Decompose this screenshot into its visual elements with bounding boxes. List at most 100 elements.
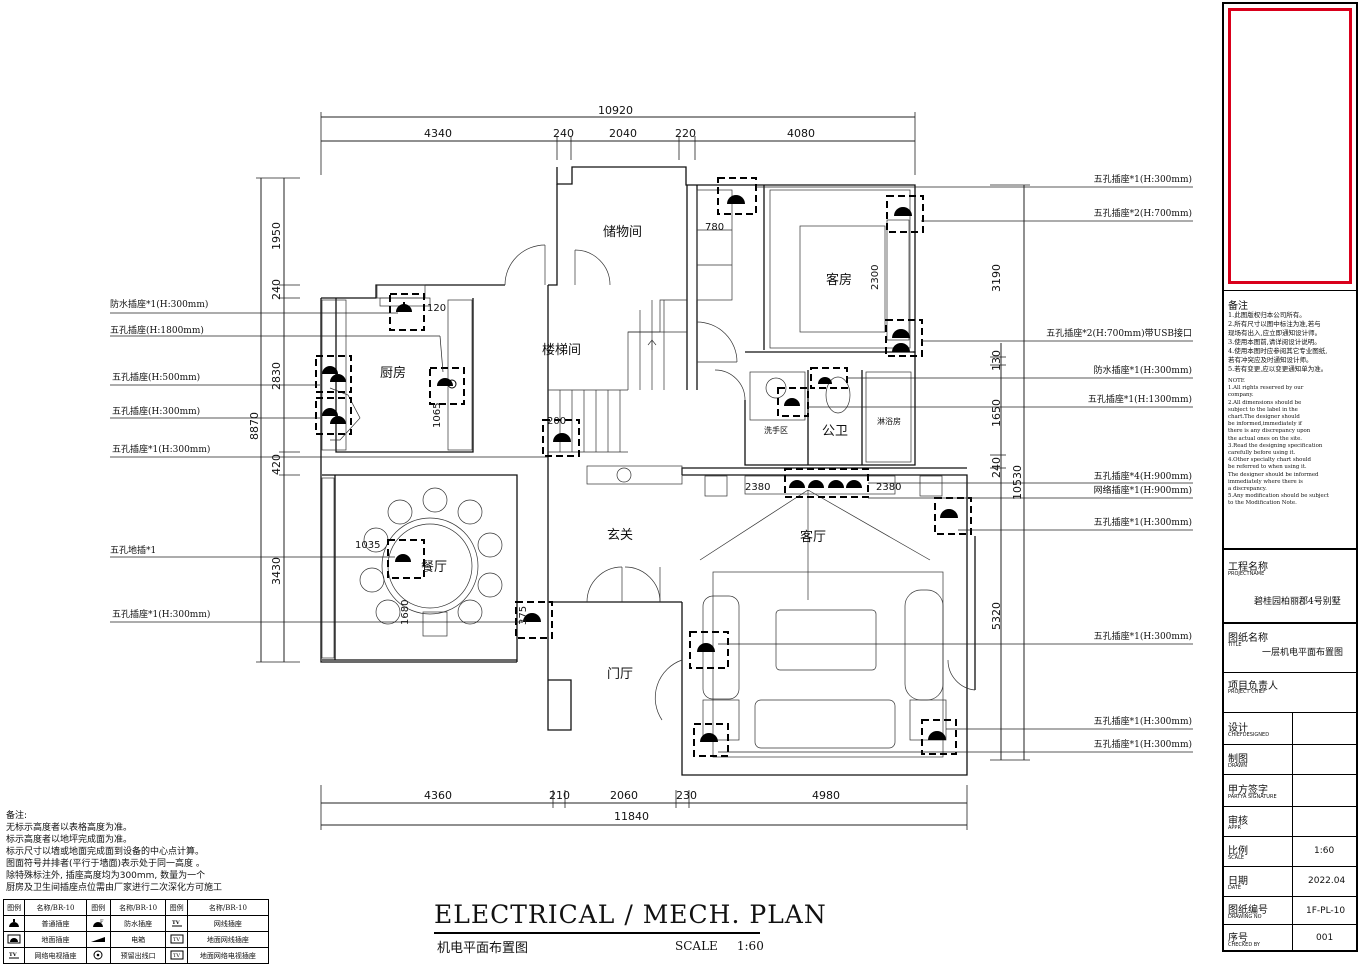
waterproof-outlet-icon: F bbox=[85, 915, 111, 932]
remark-en-line: 2.All dimensions should be bbox=[1228, 399, 1302, 406]
dim-left-4: 420 bbox=[270, 454, 283, 475]
callout-right-4: 防水插座*1(H:300mm) bbox=[1094, 364, 1192, 376]
callout-right-5: 五孔插座*1(H:1300mm) bbox=[1088, 393, 1192, 405]
design-divider bbox=[1292, 713, 1293, 745]
title-block: 备注 1.此图版权归本公司所有。 2.所有尺寸以图中标注为准,若与 现场有出入,… bbox=[1222, 2, 1358, 952]
svg-text:F: F bbox=[100, 919, 104, 925]
legend-header-icon: 图例 bbox=[85, 899, 111, 916]
legend-name: 地面插座 bbox=[24, 931, 87, 948]
remark-en-line: immediately where there is bbox=[1228, 478, 1303, 485]
drawing-label: 图纸名称 bbox=[1228, 633, 1268, 644]
remark-line: 3.使用本图前,请详阅设计说明。 bbox=[1228, 338, 1321, 346]
dim-bottom-4: 230 bbox=[676, 789, 697, 802]
callout-right-9: 五孔插座*1(H:300mm) bbox=[1094, 630, 1192, 642]
dim-top-3: 2040 bbox=[609, 127, 637, 140]
room-guest: 客房 bbox=[826, 272, 852, 288]
party-label: 甲方签字 bbox=[1228, 785, 1268, 796]
room-dining: 餐厅 bbox=[421, 559, 447, 575]
serial-label: 序号 bbox=[1228, 933, 1248, 944]
dim-right-2: 130 bbox=[990, 350, 1003, 371]
project-section: 工程名称 PROJECTNAME 碧桂园柏丽郡4号别墅 bbox=[1224, 548, 1356, 622]
dim-inner-2380-a: 2380 bbox=[745, 482, 770, 493]
callout-right-2: 五孔插座*2(H:700mm) bbox=[1094, 207, 1192, 219]
project-label: 工程名称 bbox=[1228, 562, 1268, 573]
general-notes: 备注: 无标示高度者以表格高度为准。 标示高度者以地坪完成面为准。 标示尺寸以墙… bbox=[6, 810, 222, 894]
callout-left-2: 五孔插座(H:1800mm) bbox=[110, 324, 204, 336]
remark-en-line: the actual ones on the site. bbox=[1228, 435, 1302, 442]
remark-line: 若有冲突应及时通知设计师。 bbox=[1228, 356, 1313, 364]
legend-header-icon: 图例 bbox=[165, 899, 188, 916]
room-living: 客厅 bbox=[800, 529, 826, 545]
remark-line: 现场有出入,应立即通知设计师。 bbox=[1228, 329, 1322, 337]
callout-left-4: 五孔插座(H:300mm) bbox=[112, 405, 200, 417]
drawing-no-value: 1F-PL-10 bbox=[1306, 906, 1346, 916]
svg-text:TV: TV bbox=[173, 953, 180, 959]
notes-line: 图面符号并排者(平行于墙面)表示处于同一高度 。 bbox=[6, 859, 205, 869]
dim-top-5: 4080 bbox=[787, 127, 815, 140]
outlet-symbols bbox=[315, 177, 972, 757]
remarks-cn: 1.此图版权归本公司所有。 2.所有尺寸以图中标注为准,若与 现场有出入,应立即… bbox=[1228, 311, 1329, 508]
dim-left-3: 2830 bbox=[270, 362, 283, 390]
remark-line: 5.若有变更,应以变更通知单为准。 bbox=[1228, 365, 1328, 373]
drawn-label-en: DRAWN bbox=[1228, 763, 1247, 769]
remarks-section: 备注 1.此图版权归本公司所有。 2.所有尺寸以图中标注为准,若与 现场有出入,… bbox=[1224, 290, 1356, 546]
remark-en-line: a discrepancy. bbox=[1228, 486, 1267, 493]
drawing-no-section: 图纸编号 DRAWING NO 1F-PL-10 bbox=[1224, 896, 1356, 925]
design-label: 设计 bbox=[1228, 723, 1248, 734]
logo-placeholder bbox=[1228, 8, 1352, 284]
svg-text:TV: TV bbox=[173, 937, 180, 943]
floor-tv-network-icon: TV bbox=[165, 947, 188, 964]
callout-right-1: 五孔插座*1(H:300mm) bbox=[1094, 173, 1192, 185]
legend-name: 地面网络电视插座 bbox=[186, 947, 270, 964]
remark-line: 1.此图版权归本公司所有。 bbox=[1228, 311, 1306, 319]
serial-label-en: CHECKED BY bbox=[1228, 942, 1260, 948]
drawing-scale: SCALE 1:60 bbox=[675, 939, 764, 953]
scale-section: 比例 SCALE 1:60 bbox=[1224, 836, 1356, 867]
svg-text:TV: TV bbox=[172, 920, 180, 926]
room-entrance: 玄关 bbox=[607, 528, 633, 543]
scale-label: 比例 bbox=[1228, 846, 1248, 857]
callout-right-10: 五孔插座*1(H:300mm) bbox=[1094, 715, 1192, 727]
chief-label-en: PROJECT CHIEF bbox=[1228, 689, 1266, 695]
party-label-en: PARTYA SIGNATURE bbox=[1228, 794, 1277, 800]
remark-line: 2.所有尺寸以图中标注为准,若与 bbox=[1228, 320, 1321, 328]
approve-section: 审核 APPR bbox=[1224, 806, 1356, 837]
dim-right-1: 3190 bbox=[990, 264, 1003, 292]
notes-heading: 备注: bbox=[6, 811, 28, 821]
chief-section: 项目负责人 PROJECT CHIEF bbox=[1224, 672, 1356, 712]
drawn-divider bbox=[1292, 745, 1293, 775]
drawing-title-cn: 机电平面布置图 bbox=[437, 941, 529, 956]
legend-name: 预留出线口 bbox=[109, 947, 167, 964]
scale-value: 1:60 bbox=[736, 939, 764, 953]
remark-en-line: company. bbox=[1228, 392, 1254, 399]
drawn-section: 制图 DRAWN bbox=[1224, 744, 1356, 775]
dim-top-4: 220 bbox=[675, 127, 696, 140]
scale-value: 1:60 bbox=[1314, 846, 1335, 856]
remarks-heading: 备注 bbox=[1228, 301, 1248, 312]
drawn-label: 制图 bbox=[1228, 754, 1248, 765]
drawing-title-en: ELECTRICAL / MECH. PLAN bbox=[434, 900, 827, 929]
date-section: 日期 DATE 2022.04 bbox=[1224, 866, 1356, 897]
drawing-label-en: TITLE bbox=[1228, 642, 1242, 648]
scale-divider bbox=[1292, 837, 1293, 867]
dim-inner-1680: 1680 bbox=[400, 600, 411, 625]
floor-outlet-icon bbox=[2, 931, 26, 948]
legend-name: 普通插座 bbox=[24, 915, 87, 932]
drawing-no-label: 图纸编号 bbox=[1228, 905, 1268, 916]
room-storage: 储物间 bbox=[603, 225, 642, 240]
dim-inner-120: 120 bbox=[427, 303, 446, 314]
remark-en-line: chart.The designer should bbox=[1228, 414, 1300, 421]
reserved-outlet-icon bbox=[85, 947, 111, 964]
dim-right-4: 240 bbox=[990, 457, 1003, 478]
callout-right-7: 网络插座*1(H:900mm) bbox=[1094, 484, 1192, 496]
notes-line: 标示高度者以地坪完成面为准。 bbox=[6, 835, 133, 845]
room-stairs: 楼梯间 bbox=[542, 343, 581, 358]
remark-en-line: The designer should be informed bbox=[1228, 471, 1319, 478]
party-section: 甲方签字 PARTYA SIGNATURE bbox=[1224, 774, 1356, 807]
left-callouts: 防水插座*1(H:300mm) 五孔插座(H:1800mm) 五孔插座(H:50… bbox=[110, 298, 210, 620]
dim-inner-1065: 1065 bbox=[432, 403, 443, 428]
notes-line: 无标示高度者以表格高度为准。 bbox=[6, 823, 133, 833]
callout-left-1: 防水插座*1(H:300mm) bbox=[110, 298, 208, 310]
notes-line: 标示尺寸以墙或地面完成面到设备的中心点计算。 bbox=[6, 847, 205, 857]
